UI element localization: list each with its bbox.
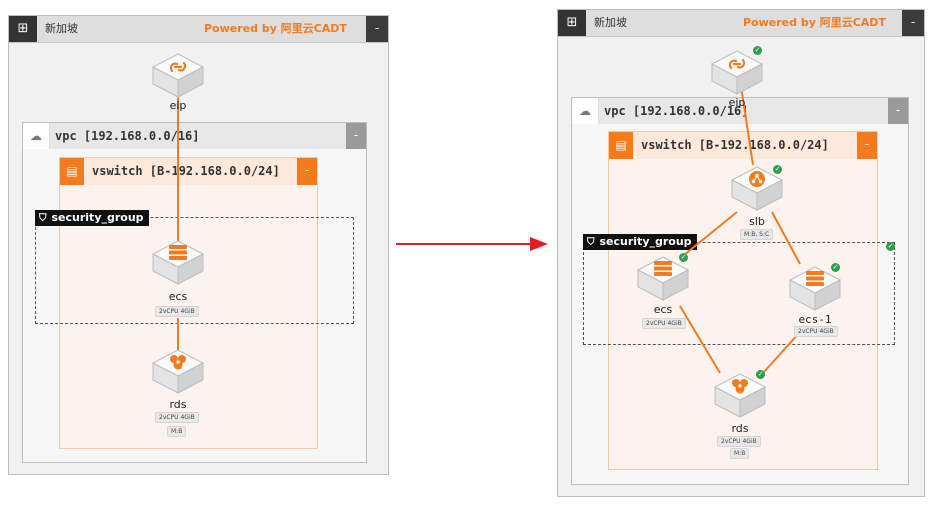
- right-slb-zone-tag: M:B, S:C: [740, 229, 774, 240]
- server-icon: [169, 245, 187, 260]
- right-vpc-collapse-button[interactable]: -: [888, 98, 908, 124]
- right-rds-spec-tag: 2vCPU 4GiB: [717, 436, 761, 447]
- cloud-icon: ☁: [572, 98, 599, 124]
- server-rack-icon: ▤: [609, 132, 633, 159]
- load-balancer-icon: [749, 171, 765, 187]
- right-powered-by: Powered by 阿里云CADT: [743, 16, 886, 29]
- left-vswitch-title: vswitch [B-192.168.0.0/24]: [92, 164, 280, 178]
- right-link-ecs-rds: [679, 305, 721, 374]
- transition-arrow: [396, 237, 548, 251]
- check-circle-icon: ✓: [831, 263, 840, 272]
- left-node-rds[interactable]: [150, 349, 206, 395]
- grid-icon: ⊞: [558, 10, 586, 36]
- right-node-eip[interactable]: [709, 50, 765, 96]
- eip-icon: [169, 61, 187, 73]
- right-link-eip-slb: [740, 85, 754, 166]
- right-vpc-title: vpc [192.168.0.0/16]: [604, 104, 749, 118]
- right-link-slb-ecs: [683, 211, 738, 256]
- server-icon: [654, 261, 672, 276]
- left-node-eip[interactable]: [150, 53, 206, 99]
- database-icon: [170, 355, 186, 370]
- left-region-header: ⊞ 新加坡 Powered by 阿里云CADT -: [9, 16, 388, 43]
- left-region-collapse-button[interactable]: -: [366, 16, 388, 42]
- left-rds-zone-tag: M:B: [167, 426, 187, 437]
- right-vswitch-header: ▤ vswitch [B-192.168.0.0/24] -: [609, 132, 877, 159]
- right-node-rds[interactable]: [712, 373, 768, 419]
- right-eip-label: eip: [728, 96, 746, 109]
- check-circle-icon: ✓: [756, 370, 765, 379]
- left-ecs-spec-tag: 2vCPU 4GiB: [155, 306, 199, 317]
- shield-icon: ⛉: [587, 237, 595, 248]
- left-rds-label: rds: [169, 398, 187, 411]
- left-vswitch-container: ▤ vswitch [B-192.168.0.0/24] -: [59, 157, 318, 449]
- check-circle-icon: ✓: [886, 242, 895, 251]
- right-security-group-title: security_group: [599, 235, 692, 248]
- right-region-header: ⊞ 新加坡 Powered by 阿里云CADT -: [558, 10, 924, 37]
- right-ecs-1-spec-tag: 2vCPU 4GiB: [794, 326, 838, 337]
- left-vpc-header: ☁ vpc [192.168.0.0/16] -: [23, 123, 366, 149]
- left-eip-label: eip: [169, 99, 187, 112]
- right-vswitch-collapse-button[interactable]: -: [857, 132, 877, 159]
- right-ecs-label: ecs: [653, 303, 673, 316]
- server-icon: [806, 271, 824, 286]
- right-security-group-label[interactable]: ⛉ security_group: [583, 234, 697, 250]
- left-vpc-title: vpc [192.168.0.0/16]: [55, 129, 200, 143]
- database-icon: [732, 379, 748, 394]
- left-node-ecs[interactable]: [150, 240, 206, 286]
- right-link-ecs1-rds: [762, 331, 801, 374]
- eip-icon: [728, 58, 746, 70]
- check-circle-icon: ✓: [753, 46, 762, 55]
- right-node-slb[interactable]: [729, 166, 785, 212]
- right-node-ecs-1[interactable]: [787, 266, 843, 312]
- right-vswitch-title: vswitch [B-192.168.0.0/24]: [641, 138, 829, 152]
- grid-icon: ⊞: [9, 16, 37, 42]
- left-vswitch-header: ▤ vswitch [B-192.168.0.0/24] -: [60, 158, 317, 185]
- left-security-group-label[interactable]: ⛉ security_group: [35, 210, 149, 226]
- right-node-ecs[interactable]: [635, 256, 691, 302]
- left-security-group-title: security_group: [51, 211, 144, 224]
- shield-icon: ⛉: [39, 213, 47, 224]
- left-ecs-label: ecs: [168, 290, 188, 303]
- left-security-group-box: [35, 217, 354, 324]
- check-circle-icon: ✓: [679, 253, 688, 262]
- cloud-icon: ☁: [23, 123, 50, 149]
- right-slb-label: slb: [749, 215, 765, 228]
- right-rds-zone-tag: M:B: [730, 448, 750, 459]
- right-vpc-header: ☁ vpc [192.168.0.0/16] -: [572, 98, 908, 124]
- right-region-title: 新加坡: [594, 16, 627, 29]
- left-vpc-collapse-button[interactable]: -: [346, 123, 366, 149]
- right-region-collapse-button[interactable]: -: [902, 10, 924, 36]
- right-security-group-box: [583, 242, 895, 345]
- left-rds-spec-tag: 2vCPU 4GiB: [155, 412, 199, 423]
- left-region-title: 新加坡: [45, 22, 78, 35]
- right-ecs-1-label: ecs-1: [798, 313, 832, 326]
- server-rack-icon: ▤: [60, 158, 84, 185]
- left-vswitch-collapse-button[interactable]: -: [297, 158, 317, 185]
- check-circle-icon: ✓: [773, 165, 782, 174]
- left-powered-by: Powered by 阿里云CADT: [204, 22, 347, 35]
- right-ecs-spec-tag: 2vCPU 4GiB: [642, 318, 686, 329]
- right-rds-label: rds: [731, 422, 749, 435]
- right-link-slb-ecs1: [771, 211, 801, 265]
